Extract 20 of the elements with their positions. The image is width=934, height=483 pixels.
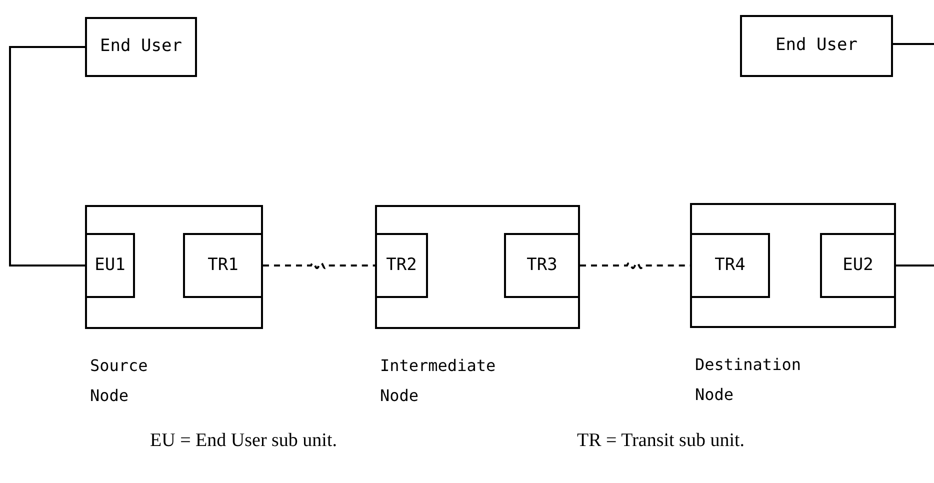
connector-line — [896, 264, 934, 266]
unit-box: TR1 — [183, 233, 263, 298]
unit-box: TR2 — [375, 233, 428, 298]
legend-note: EU = End User sub unit. — [150, 429, 337, 453]
node-caption: Source Node — [90, 355, 148, 407]
connector-line — [263, 262, 375, 269]
unit-box: EU1 — [85, 233, 135, 298]
legend-note: TR = Transit sub unit. — [577, 429, 745, 453]
unit-box: TR3 — [504, 233, 580, 298]
connector-line — [893, 43, 934, 45]
node-caption: Intermediate Node — [380, 355, 496, 407]
node-caption: Destination Node — [695, 354, 801, 406]
unit-box: EU2 — [820, 233, 896, 298]
unit-box: End User — [85, 17, 197, 77]
node-box — [85, 205, 263, 329]
node-box — [690, 203, 896, 328]
unit-box: TR4 — [690, 233, 770, 298]
node-box — [375, 205, 580, 329]
connector-line — [9, 46, 85, 266]
unit-box: End User — [740, 15, 893, 77]
